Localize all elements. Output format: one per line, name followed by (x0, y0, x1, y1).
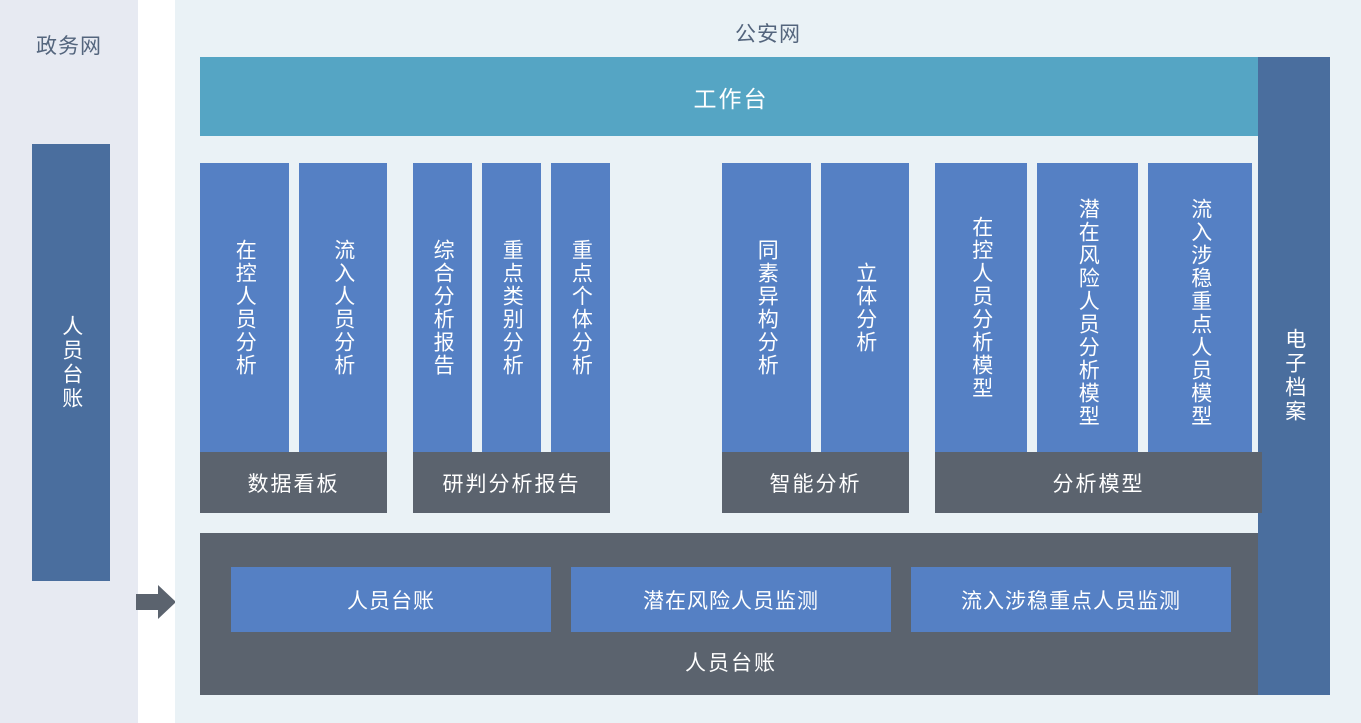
group-data-dashboard: 在控人员分析 流入人员分析 数据看板 (200, 163, 387, 513)
government-network-title: 政务网 (36, 35, 102, 58)
personnel-ledger-panel-title: 人员台账 (685, 652, 777, 675)
module-label: 综合分析报告 (431, 239, 455, 377)
ledger-card-label: 人员台账 (347, 589, 435, 613)
group-label-analysis-model[interactable]: 分析模型 (935, 452, 1262, 513)
group-judgment-analysis-report: 综合分析报告 重点类别分析 重点个体分析 研判分析报告 (413, 163, 611, 513)
module-label: 立体分析 (853, 262, 877, 354)
module-card[interactable]: 重点个体分析 (551, 163, 611, 453)
module-label: 重点类别分析 (500, 239, 524, 377)
module-card[interactable]: 重点类别分析 (481, 163, 542, 453)
ledger-card-label: 流入涉稳重点人员监测 (961, 589, 1181, 613)
module-label: 流入人员分析 (331, 239, 355, 377)
module-label: 同素异构分析 (755, 239, 779, 377)
module-card[interactable]: 同素异构分析 (722, 163, 811, 453)
electronic-archives-label: 电子档案 (1282, 328, 1306, 424)
arrow-right-icon (136, 582, 176, 622)
group-label-data-dashboard[interactable]: 数据看板 (200, 452, 387, 513)
government-network-zone: 政务网 人员台账 (0, 0, 138, 723)
ledger-card-label: 潜在风险人员监测 (643, 589, 819, 613)
electronic-archives-block[interactable]: 电子档案 (1258, 57, 1330, 695)
personnel-ledger-cards: 人员台账 潜在风险人员监测 流入涉稳重点人员监测 (231, 567, 1231, 632)
module-card[interactable]: 在控人员分析 (200, 163, 289, 453)
ledger-card[interactable]: 潜在风险人员监测 (571, 567, 891, 632)
module-card[interactable]: 流入涉稳重点人员模型 (1148, 163, 1252, 463)
module-label: 流入涉稳重点人员模型 (1188, 198, 1212, 428)
module-card[interactable]: 综合分析报告 (413, 163, 472, 453)
module-card[interactable]: 在控人员分析模型 (935, 163, 1027, 453)
workbench-label: 工作台 (693, 85, 769, 112)
group-label-intelligent-analysis[interactable]: 智能分析 (722, 452, 909, 513)
ledger-card[interactable]: 人员台账 (231, 567, 551, 632)
workbench-bar[interactable]: 工作台 (200, 57, 1262, 136)
ledger-card[interactable]: 流入涉稳重点人员监测 (911, 567, 1231, 632)
public-security-network-zone: 公安网 工作台 在控人员分析 流入人员分析 数据看板 (175, 0, 1361, 723)
group-intelligent-analysis: 同素异构分析 立体分析 智能分析 (722, 163, 909, 513)
personnel-ledger-source-label: 人员台账 (59, 314, 83, 411)
personnel-ledger-panel: 人员台账 潜在风险人员监测 流入涉稳重点人员监测 人员台账 (200, 533, 1262, 695)
group-analysis-model: 在控人员分析模型 潜在风险人员分析模型 流入涉稳重点人员模型 分析模型 (935, 163, 1262, 513)
function-groups: 在控人员分析 流入人员分析 数据看板 综合分析报告 重点类别 (200, 163, 1262, 513)
public-security-network-title: 公安网 (735, 23, 801, 46)
group-label-judgment-analysis-report[interactable]: 研判分析报告 (413, 452, 610, 513)
module-card[interactable]: 流入人员分析 (299, 163, 387, 453)
module-label: 在控人员分析模型 (969, 216, 993, 400)
personnel-ledger-source-block[interactable]: 人员台账 (32, 144, 110, 581)
module-label: 潜在风险人员分析模型 (1076, 198, 1100, 428)
module-card[interactable]: 潜在风险人员分析模型 (1037, 163, 1138, 463)
module-label: 重点个体分析 (569, 239, 593, 377)
module-card[interactable]: 立体分析 (821, 163, 909, 453)
module-label: 在控人员分析 (233, 239, 257, 377)
